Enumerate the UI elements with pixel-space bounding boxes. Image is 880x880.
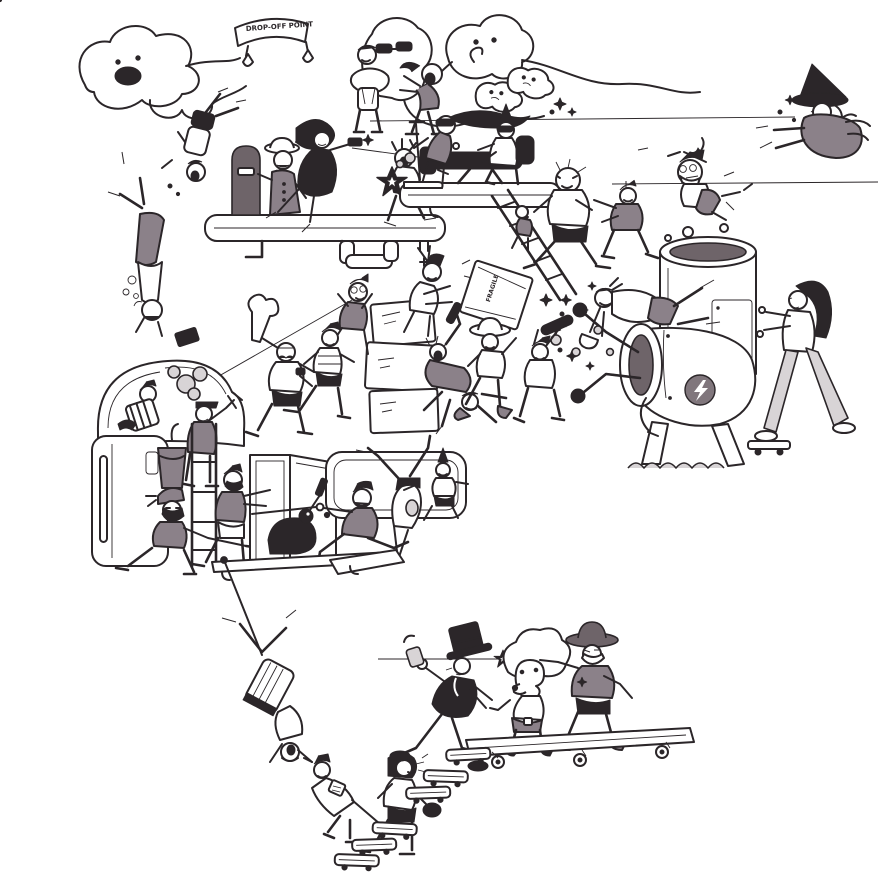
- door-knob: [323, 511, 331, 519]
- crate: [368, 387, 440, 435]
- man-stuffed-in-nozzle: [0, 0, 659, 437]
- pirate-bandana: [157, 487, 185, 505]
- poodle-nose: [511, 684, 519, 692]
- bandit-tailcoat: [431, 675, 478, 718]
- cowboy-boot-icon: [453, 407, 471, 421]
- wrestler-with-bone: [244, 293, 315, 438]
- witch-yanked-by-rope: [755, 63, 871, 159]
- scooter-deck: [403, 181, 444, 189]
- grabber-beard: [224, 480, 244, 492]
- chased-man-shirt: [546, 189, 591, 227]
- star-thrower: [557, 277, 721, 371]
- ghost-mouth: [114, 66, 142, 86]
- door-sword-duel: [190, 425, 469, 581]
- ghost-snatching-man: [399, 14, 701, 136]
- pusher-hair: [795, 280, 832, 339]
- wrestler-briefs: [271, 389, 303, 407]
- striped-runner-head: [321, 329, 339, 347]
- cash-bundle: [405, 646, 425, 668]
- ghost-body: [445, 14, 535, 80]
- door-handle: [99, 455, 108, 543]
- ghost-with-banner: [78, 24, 247, 120]
- chase-pair: [522, 158, 660, 270]
- mohawk-icon: [499, 103, 513, 121]
- pipe-platform-brawl: [204, 119, 460, 269]
- cat-silhouette: [117, 419, 137, 431]
- vacuum-leg: [711, 423, 745, 467]
- vacuum-leg: [641, 421, 669, 465]
- fencer-jacket: [341, 507, 379, 539]
- pusher-leg: [763, 349, 799, 433]
- rope-human-chain: [220, 556, 442, 856]
- bucket-icon: [157, 447, 187, 489]
- pusher-leg: [805, 347, 849, 427]
- vacuum-opening: [669, 242, 747, 262]
- drop-off-banner: DROP-OFF POINT: [234, 17, 314, 67]
- sparkle-icon: [553, 97, 567, 111]
- ghost-body: [78, 24, 200, 110]
- club-icon: [540, 314, 574, 336]
- tophat-bandit: [389, 621, 493, 772]
- loose-plank: [329, 549, 405, 575]
- bone-club-icon: [247, 293, 280, 343]
- pusher-head: [788, 290, 808, 310]
- muzzle-spark-icon: [362, 134, 374, 146]
- bandit-head: [453, 657, 471, 675]
- dagger-icon: [445, 301, 463, 325]
- falling-man: [161, 87, 247, 197]
- sheriff-shirt: [570, 665, 616, 699]
- climber-head: [515, 205, 529, 219]
- woman-pushing-vacuum: [747, 280, 856, 456]
- mini-board: [747, 440, 791, 450]
- cowboy-boot-icon: [496, 405, 513, 419]
- lightning-bolt-icon: [694, 380, 708, 401]
- dropped-book: [174, 326, 200, 348]
- faller-trousers: [135, 211, 165, 266]
- steam-puffs: [627, 462, 725, 469]
- striped-runner: [282, 321, 355, 420]
- grinning-jumper: [637, 137, 753, 247]
- gunwoman-dress: [297, 147, 337, 197]
- sheriff-and-poodle-on-plank: [465, 621, 695, 769]
- crate-fight: FRAGILE: [321, 245, 615, 435]
- chaser-jacket: [609, 203, 644, 231]
- scooter-rider-and-bazooka-gunner: [395, 103, 561, 218]
- pirate-beard: [161, 507, 185, 522]
- scaffold-ladder: [490, 188, 578, 302]
- jumper-shorts: [695, 188, 721, 216]
- boot-icon: [570, 388, 586, 404]
- thrower-shorts: [647, 296, 679, 326]
- chimney-vacuum-with-nozzle: [619, 236, 757, 469]
- purse-icon: [422, 802, 442, 818]
- pistol-icon: [347, 137, 363, 147]
- woman-skirt: [387, 805, 417, 823]
- washer-overalls: [186, 421, 218, 455]
- witch-dress: [800, 113, 863, 159]
- nozzle-mouth: [628, 334, 654, 396]
- rider-goggles-icon: [435, 118, 455, 127]
- chain-man-head: [313, 761, 331, 779]
- small-ghost-trio: [469, 46, 577, 117]
- star-pouch: [578, 333, 599, 350]
- officer-head: [273, 150, 293, 170]
- sword-blade: [251, 506, 317, 515]
- ticket-pump: [231, 145, 261, 216]
- crouching-knifeman: [267, 517, 317, 555]
- ponytail-woman-head: [422, 262, 442, 282]
- sunglasses-icon: [375, 43, 393, 54]
- sword-guard: [315, 502, 325, 512]
- sheriff-mustache: [581, 653, 605, 665]
- pirate-swinger: [114, 487, 262, 576]
- fragile-crate: FRAGILE: [459, 259, 534, 331]
- goggled-runner-head: [348, 282, 368, 302]
- dagger-icon: [314, 477, 328, 497]
- backpack: [515, 135, 535, 165]
- handstand-faller: [107, 151, 200, 348]
